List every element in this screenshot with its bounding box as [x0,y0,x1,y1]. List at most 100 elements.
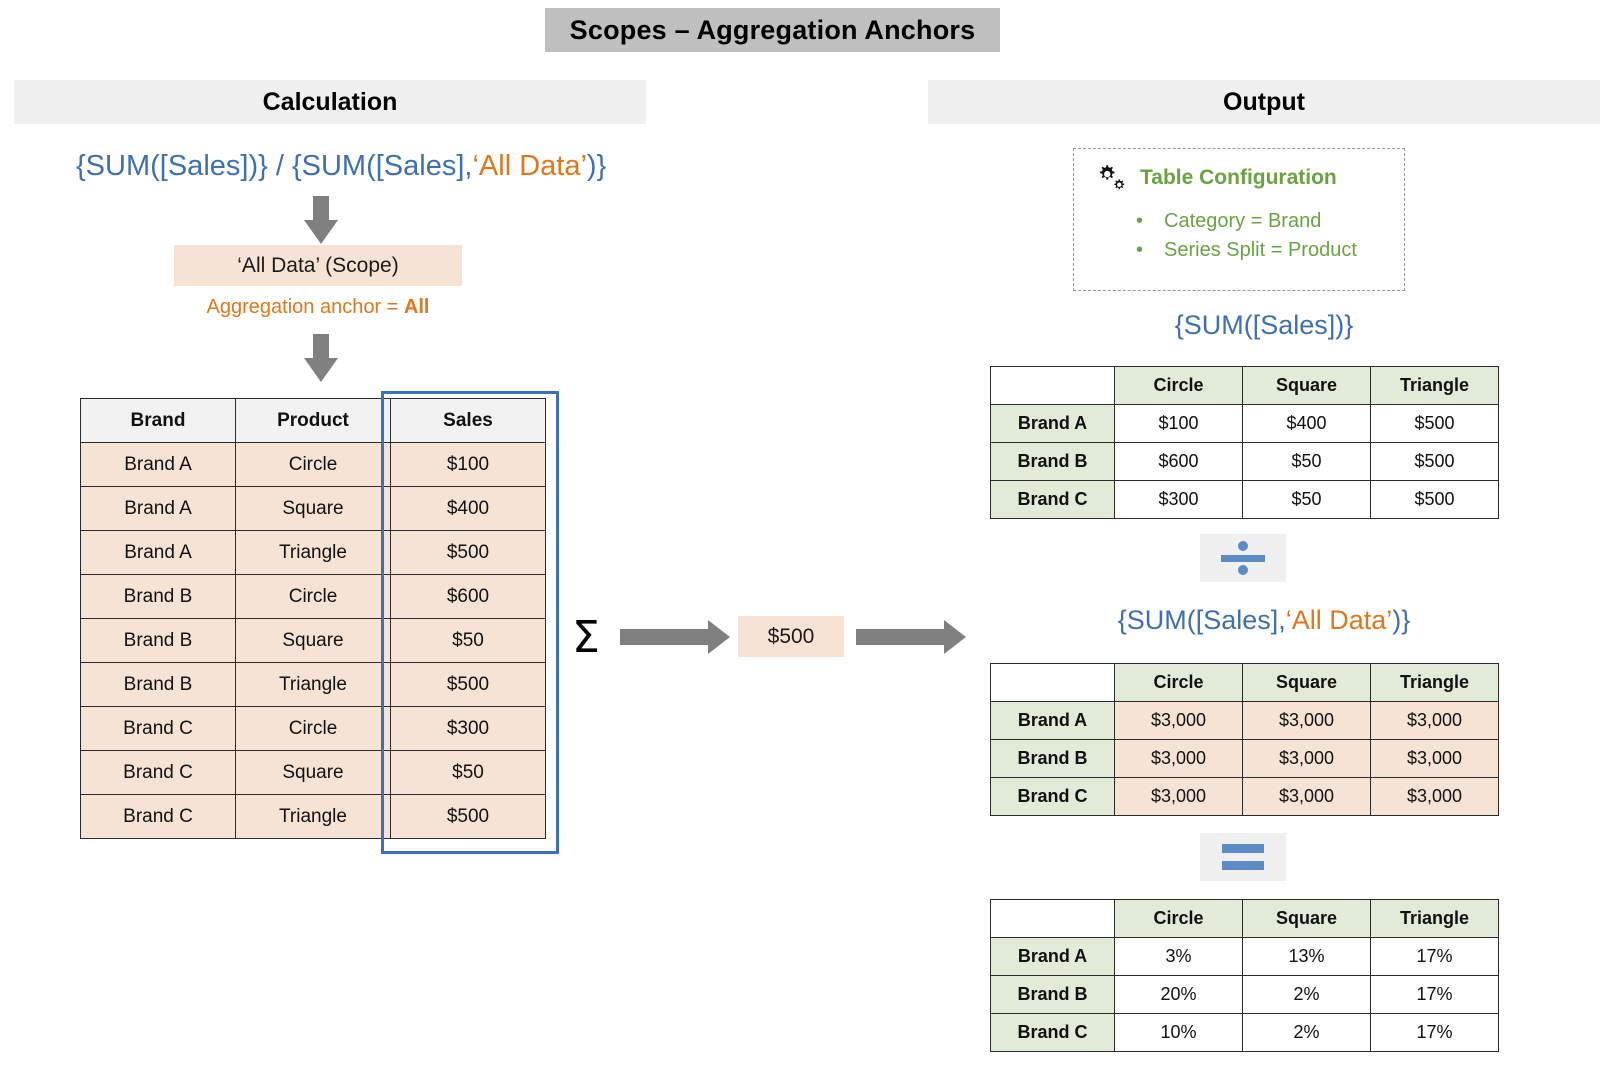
table-configuration-heading: Table Configuration [1140,166,1337,189]
table-cell: $3,000 [1370,701,1499,740]
page-title-bar: Scopes – Aggregation Anchors [545,8,1000,52]
aggregation-anchor-value: All [403,296,430,318]
aggregate-result-value: $500 [767,624,815,648]
row-header: Brand C [990,777,1115,816]
table-cell: Circle [235,706,391,751]
table-row: Brand B$600$50$500 [990,442,1499,481]
table-cell: Brand C [80,794,236,839]
table-configuration-header: Table Configuration [1096,164,1337,192]
table-cell: Circle [235,442,391,487]
row-header: Brand A [990,404,1115,443]
table-cell: Brand A [80,530,236,575]
table-cell: $500 [390,530,546,575]
column-header: Square [1242,663,1371,702]
column-header: Square [1242,899,1371,938]
gears-icon [1096,164,1126,192]
table-cell: $300 [390,706,546,751]
row-header: Brand C [990,1013,1115,1052]
table-cell: $500 [1370,442,1499,481]
table-cell: 10% [1114,1013,1243,1052]
table-configuration-list: Category = BrandSeries Split = Product [1136,207,1357,265]
table-cell: Triangle [235,794,391,839]
column-header: Circle [1114,366,1243,405]
row-header: Brand A [990,937,1115,976]
scope-box-label: ‘All Data’ (Scope) [237,253,399,277]
table-cell: $500 [1370,480,1499,519]
column-header: Square [1242,366,1371,405]
table-cell: $100 [390,442,546,487]
table-cell: $3,000 [1242,701,1371,740]
table-cell: Triangle [235,530,391,575]
aggregation-anchor-label: Aggregation anchor = [206,296,404,318]
table-cell: $400 [390,486,546,531]
page-title: Scopes – Aggregation Anchors [569,14,976,45]
table-cell: 20% [1114,975,1243,1014]
table-cell: $3,000 [1114,777,1243,816]
table-configuration-item: Category = Brand [1136,207,1357,236]
table-cell: 17% [1370,975,1499,1014]
table-cell: $3,000 [1114,701,1243,740]
table-configuration-item: Series Split = Product [1136,236,1357,265]
table-cell: Brand A [80,442,236,487]
section-header-output-label: Output [1223,87,1305,116]
table-cell: Square [235,750,391,795]
table-cell: $50 [1242,442,1371,481]
section-header-calculation-label: Calculation [262,87,398,116]
scope-box: ‘All Data’ (Scope) [174,245,462,286]
table-cell: 2% [1242,1013,1371,1052]
column-header: Circle [1114,899,1243,938]
arrow-right-icon-sigma-to-result [620,620,730,654]
table-cell: Brand B [80,574,236,619]
table-row: Brand A$100$400$500 [990,404,1499,443]
table-row: Brand A$3,000$3,000$3,000 [990,701,1499,740]
table-corner-cell [990,366,1115,405]
section-header-output: Output [928,80,1600,124]
column-header: Triangle [1370,366,1499,405]
table-cell: Circle [235,574,391,619]
output-formula-2-scope: ‘All Data’ [1285,605,1393,635]
section-header-calculation: Calculation [14,80,646,124]
output-formula-1: {SUM([Sales])} [1174,310,1354,340]
table-cell: $500 [390,794,546,839]
table-cell: Brand C [80,706,236,751]
table-cell: 2% [1242,975,1371,1014]
column-header: Product [235,398,391,443]
table-cell: $3,000 [1114,739,1243,778]
arrow-down-icon-scope-to-table [304,334,338,382]
table-cell: $300 [1114,480,1243,519]
table-cell: $3,000 [1370,777,1499,816]
table-corner-cell [990,899,1115,938]
arrow-down-icon-formula-to-scope [304,196,338,244]
table-cell: $600 [390,574,546,619]
calculation-formula-prefix: {SUM([Sales])} / {SUM([Sales], [76,150,473,182]
column-header: Sales [390,398,546,443]
table-cell: Square [235,486,391,531]
calculation-formula-scope: ‘All Data’ [472,150,587,182]
table-cell: $3,000 [1242,777,1371,816]
table-cell: Triangle [235,662,391,707]
table-cell: $500 [390,662,546,707]
table-row: Brand C$300$50$500 [990,480,1499,519]
column-header: Brand [80,398,236,443]
row-header: Brand A [990,701,1115,740]
calculation-formula: {SUM([Sales])} / {SUM([Sales],‘All Data’… [76,150,606,183]
table-cell: $600 [1114,442,1243,481]
table-cell: $50 [1242,480,1371,519]
table-cell: 3% [1114,937,1243,976]
output-formula-2: {SUM([Sales],‘All Data’)} [928,605,1600,636]
